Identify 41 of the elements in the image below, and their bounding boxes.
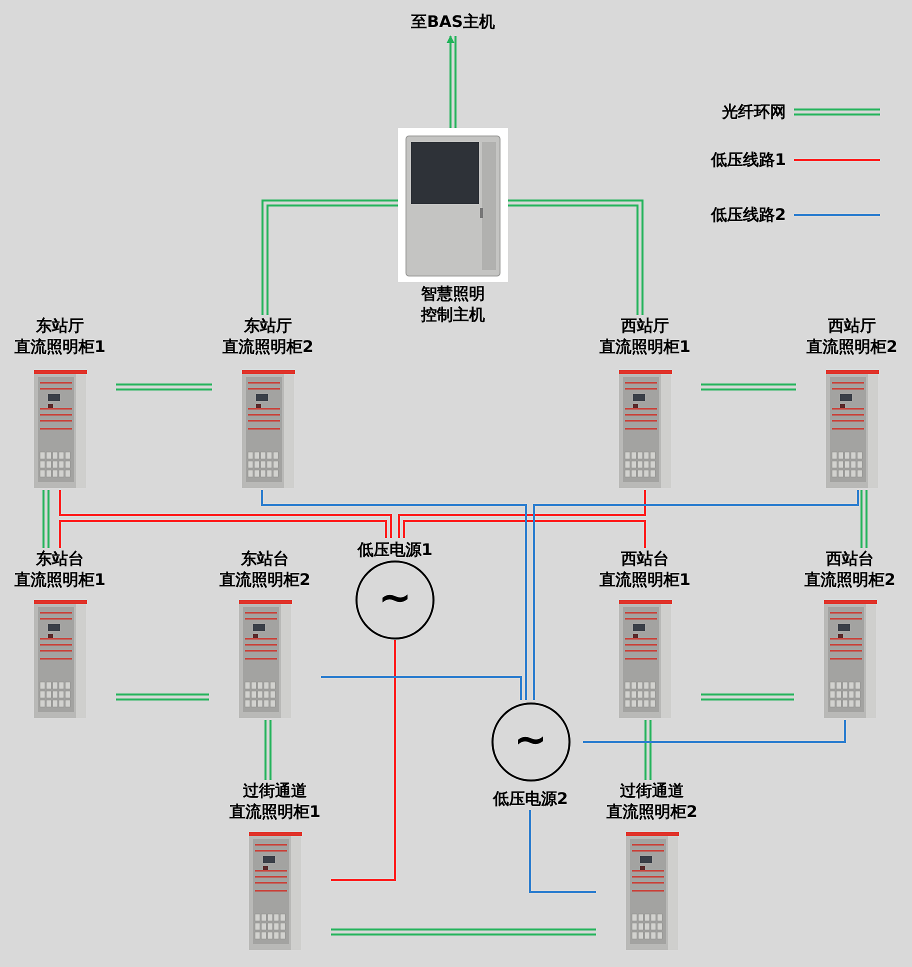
cabinet-label: 东站台直流照明柜2 — [218, 548, 312, 590]
fiber-line — [115, 694, 210, 700]
power-line — [583, 720, 846, 743]
ac-symbol: ~ — [378, 578, 412, 618]
power-source-label: 低压电源2 — [492, 788, 568, 809]
power-line — [59, 520, 387, 548]
power-line — [261, 490, 527, 700]
cabinet-label: 东站厅直流照明柜2 — [221, 315, 315, 357]
fiber-line — [700, 384, 797, 390]
legend-label: 光纤环网 — [722, 101, 786, 122]
cabinet-label: 东站台直流照明柜1 — [13, 548, 107, 590]
fiber-line — [115, 384, 213, 390]
cabinet-label: 东站厅直流照明柜1 — [13, 315, 107, 357]
fiber-line — [644, 719, 652, 781]
power-line — [398, 490, 646, 538]
fiber-line — [330, 928, 597, 936]
cabinet-label: 过街通道直流照明柜2 — [605, 780, 699, 822]
cabinet-label: 西站厅直流照明柜2 — [805, 315, 899, 357]
fiber-line — [42, 489, 50, 549]
fiber-line — [860, 489, 868, 549]
power-line — [59, 490, 392, 538]
destination-label: 至BAS主机 — [410, 11, 496, 32]
legend-label: 低压线路1 — [710, 149, 786, 170]
power-line — [403, 520, 646, 548]
cabinet-label: 西站台直流照明柜2 — [803, 548, 897, 590]
cabinet-label: 过街通道直流照明柜1 — [228, 780, 322, 822]
ac-symbol: ~ — [514, 720, 548, 760]
power-line — [533, 490, 859, 700]
power-source-label: 低压电源1 — [357, 539, 433, 560]
fiber-line — [446, 35, 456, 129]
fiber-line — [700, 694, 795, 700]
controller-label: 智慧照明控制主机 — [420, 283, 486, 325]
power-line — [529, 810, 596, 893]
cabinet-label: 西站台直流照明柜1 — [598, 548, 692, 590]
power-line — [321, 676, 522, 700]
fiber-line — [262, 200, 399, 316]
cabinet-label: 西站厅直流照明柜1 — [598, 315, 692, 357]
fiber-line — [507, 200, 644, 316]
power-line — [331, 640, 396, 881]
fiber-line — [264, 719, 272, 781]
legend-label: 低压线路2 — [710, 204, 786, 225]
